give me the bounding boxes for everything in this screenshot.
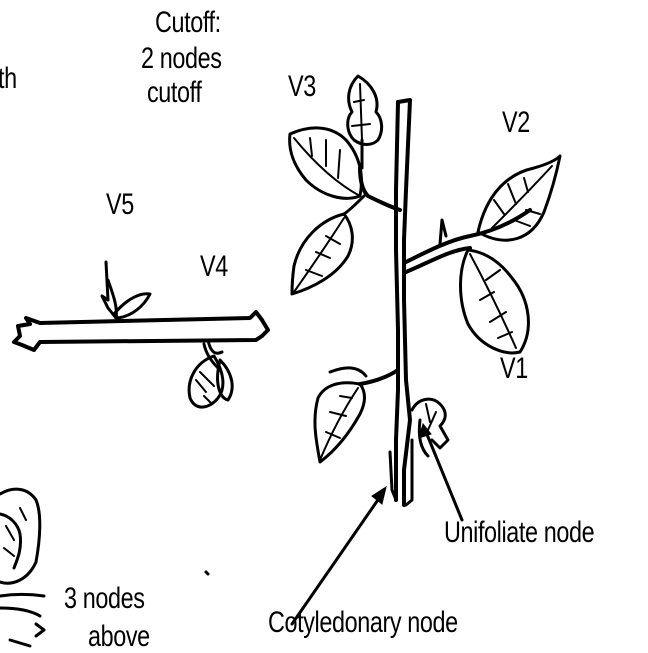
cutoff-label-line3: cutoff	[147, 78, 201, 108]
leaf-label-v3: V3	[288, 72, 316, 102]
cotyledonary-arrow	[292, 487, 386, 624]
unifoliate-node-label: Unifoliate node	[444, 518, 594, 548]
cut-stem-segment	[14, 262, 268, 407]
leaf-label-v1: V1	[500, 354, 528, 384]
unifoliate-arrow	[419, 424, 462, 520]
fragment-text-top-left: th	[0, 64, 17, 94]
cotyledonary-node-label: Cotyledonary node	[268, 608, 458, 638]
main-plant	[290, 76, 560, 505]
leaf-label-v5: V5	[106, 190, 134, 220]
leaf-label-v4: V4	[200, 252, 228, 282]
leaf-label-v2: V2	[502, 108, 530, 138]
cutoff-label-line1: Cutoff:	[155, 8, 221, 38]
nodes-above-line2: above	[88, 622, 150, 652]
nodes-above-line1: 3 nodes	[64, 584, 145, 614]
cutoff-label-line2: 2 nodes	[141, 44, 222, 74]
